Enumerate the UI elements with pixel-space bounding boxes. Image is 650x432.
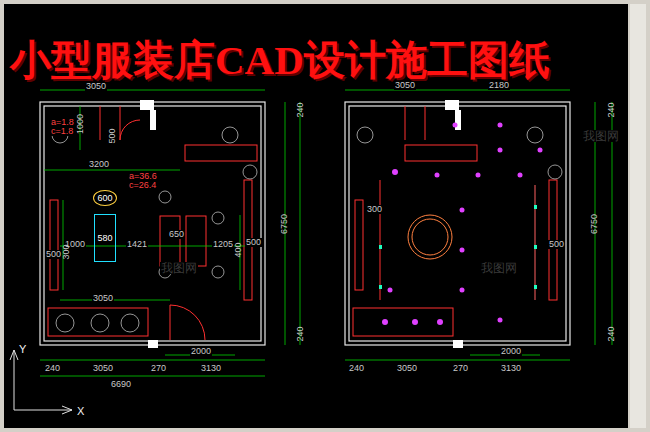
dimension-text: 3050 bbox=[92, 294, 114, 303]
dimension-text: 240 bbox=[296, 102, 305, 117]
dimension-text: 240 bbox=[348, 364, 365, 373]
dimension-text: 400 bbox=[234, 242, 243, 257]
size-text: 580 bbox=[97, 234, 112, 243]
dimension-text: 300 bbox=[62, 244, 71, 259]
axis-label: X bbox=[76, 406, 85, 417]
dimension-text: 240 bbox=[607, 102, 616, 117]
dimension-text: 300 bbox=[366, 205, 383, 214]
dimension-text: 500 bbox=[548, 240, 565, 249]
dimension-text: 2000 bbox=[190, 347, 212, 356]
dimension-text: 500 bbox=[245, 238, 262, 247]
dimension-text: 3050 bbox=[394, 81, 416, 90]
dimension-text: 6750 bbox=[280, 214, 289, 234]
dimension-text: 3130 bbox=[500, 364, 522, 373]
dimension-text: 3050 bbox=[396, 364, 418, 373]
watermark: 我图网 bbox=[582, 130, 620, 142]
dimension-text: 2000 bbox=[500, 347, 522, 356]
dimension-text: 3050 bbox=[92, 364, 114, 373]
dimension-text: 240 bbox=[296, 326, 305, 341]
watermark: 我图网 bbox=[480, 262, 518, 274]
dimension-text: 270 bbox=[452, 364, 469, 373]
furniture-box: 580 bbox=[94, 214, 116, 262]
dimension-text: 2180 bbox=[488, 81, 510, 90]
dimension-text: 1000 bbox=[76, 114, 85, 134]
watermark: 我图网 bbox=[160, 262, 198, 274]
dimension-text: 6690 bbox=[110, 380, 132, 389]
dimension-text: c=26.4 bbox=[128, 181, 157, 190]
dimension-text: 500 bbox=[45, 250, 62, 259]
dimension-text: 270 bbox=[150, 364, 167, 373]
dimension-text: 240 bbox=[44, 364, 61, 373]
dimension-text: 500 bbox=[108, 128, 117, 143]
dimension-text: 3050 bbox=[85, 82, 107, 91]
furniture-box: 600 bbox=[93, 190, 117, 206]
dimension-text: 3130 bbox=[200, 364, 222, 373]
dimension-text: a=36.6 bbox=[128, 172, 158, 181]
dimension-text: 650 bbox=[168, 230, 185, 239]
size-text: 600 bbox=[97, 194, 112, 203]
dimension-text: 3200 bbox=[88, 160, 110, 169]
axis-label: Y bbox=[18, 344, 27, 355]
drawing-title: 小型服装店CAD设计施工图纸 bbox=[10, 38, 550, 83]
dimension-text: a=1.8 bbox=[50, 118, 75, 127]
dimension-text: 1205 bbox=[212, 240, 234, 249]
dimension-text: c=1.8 bbox=[50, 127, 74, 136]
dimension-text: 240 bbox=[607, 326, 616, 341]
dimension-text: 1421 bbox=[126, 240, 148, 249]
dimension-text: 6750 bbox=[590, 214, 599, 234]
